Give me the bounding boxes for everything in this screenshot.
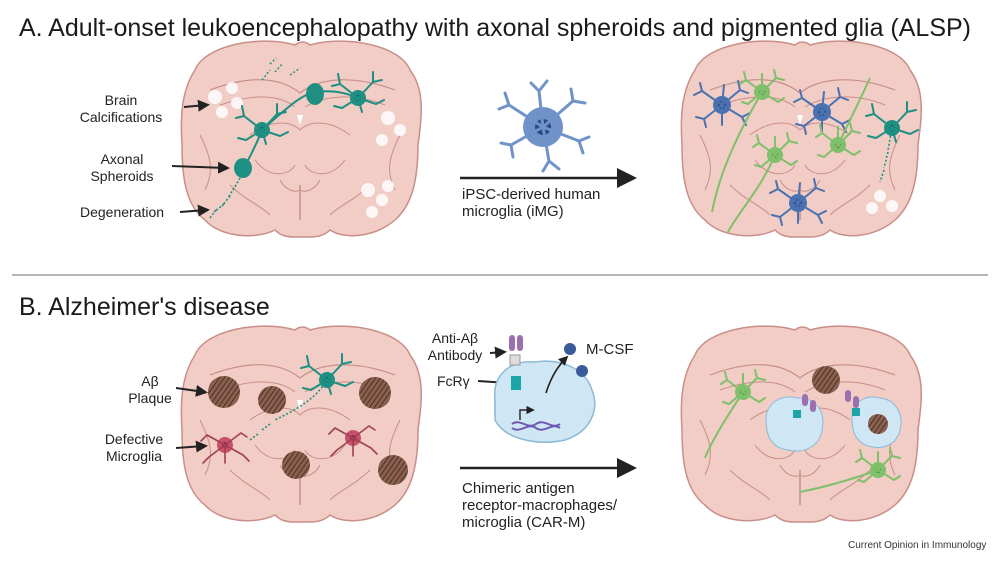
car-m-caption-line2: receptor-macrophages/: [462, 497, 618, 514]
panel-a-title: A. Adult-onset leukoencephalopathy with …: [19, 14, 972, 42]
imicroglia-caption: iPSC-derived human microglia (iMG): [462, 186, 600, 220]
treated-microglia: [693, 69, 919, 233]
panel-b-diseased-brain: [180, 325, 423, 523]
label-defective-line1: Defective: [104, 431, 164, 447]
treated-calcification-dots: [866, 190, 898, 214]
label-fcr-gamma: FcRγ: [437, 373, 470, 389]
treated-b-contents: [704, 366, 902, 493]
panel-b-neurons: [200, 353, 378, 464]
label-anti-abeta-antibody: Anti-Aβ Antibody: [422, 330, 488, 364]
panel-a-label-arrows: [171, 99, 230, 217]
label-axonal-spheroids: Axonal Spheroids: [72, 151, 172, 185]
label-calc-line2: Calcifications: [79, 109, 163, 125]
label-plaque-line1: Aβ: [141, 373, 159, 389]
label-brain-calcifications: Brain Calcifications: [66, 92, 176, 126]
label-plaque-line2: Plaque: [128, 390, 172, 406]
amyloid-plaques: [208, 376, 408, 485]
imicroglia-illustration: [497, 79, 591, 173]
teal-neurons: [209, 57, 385, 219]
car-m-caption-line3: microglia (CAR-M): [462, 514, 586, 531]
imicroglia-caption-line2: microglia (iMG): [462, 203, 564, 220]
calcification-dots: [208, 82, 406, 218]
imicroglia-caption-line1: iPSC-derived human: [462, 186, 601, 203]
car-m-caption-line1: Chimeric antigen: [462, 480, 575, 497]
car-macrophage: [494, 335, 596, 443]
label-abeta-plaque: Aβ Plaque: [120, 373, 180, 407]
label-defective-line2: Microglia: [105, 448, 162, 464]
label-degeneration: Degeneration: [80, 204, 165, 220]
label-antibody-line2: Antibody: [427, 347, 483, 363]
panel-b-title: B. Alzheimer's disease: [19, 293, 270, 321]
label-sph-line1: Axonal: [100, 151, 144, 167]
label-calc-line1: Brain: [104, 92, 138, 108]
label-mcsf: M-CSF: [586, 341, 634, 358]
journal-credit: Current Opinion in Immunology: [848, 540, 987, 551]
label-antibody-line1: Anti-Aβ: [431, 330, 479, 346]
car-m-caption: Chimeric antigen receptor-macrophages/ m…: [462, 480, 617, 531]
label-sph-line2: Spheroids: [90, 168, 154, 184]
label-defective-microglia: Defective Microglia: [92, 431, 176, 465]
